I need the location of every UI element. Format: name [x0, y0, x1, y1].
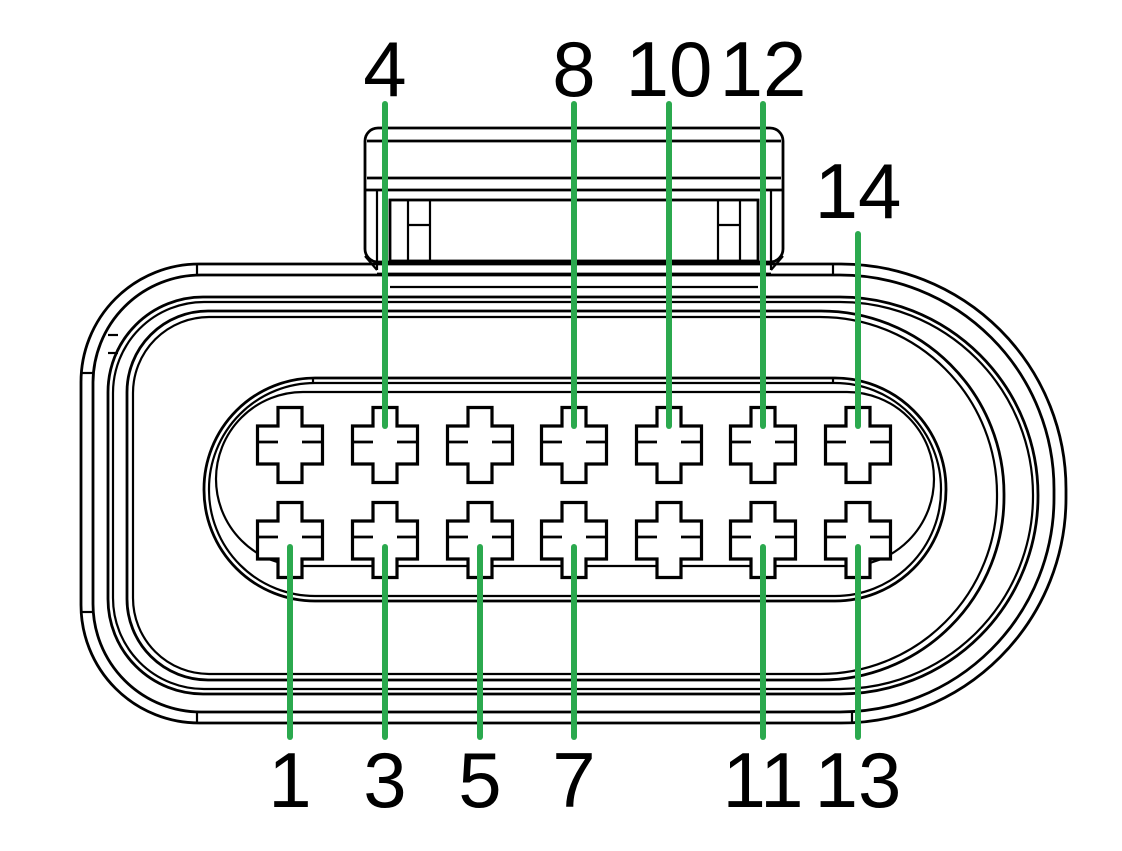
- pin-cross-7: [539, 500, 609, 580]
- pin-label-3: 3: [363, 736, 406, 824]
- pin-label-10: 10: [626, 25, 713, 113]
- pin-cross-11: [728, 500, 798, 580]
- pin-cross-3: [350, 500, 420, 580]
- latch-tab-chamfer-right: [770, 255, 784, 271]
- housing-outer-shell: [79, 262, 1068, 725]
- pin-crosses: [255, 405, 893, 580]
- pin-cross-5: [445, 500, 515, 580]
- housing-outline-2: [91, 273, 1056, 714]
- edge-ticks: [81, 264, 854, 723]
- pin-label-14: 14: [815, 147, 902, 235]
- housing-outline-1: [79, 262, 1068, 725]
- seal-wall-inner: [111, 300, 1035, 691]
- pin-cross-4: [350, 405, 420, 485]
- seal-wall-outer: [106, 295, 1040, 696]
- pin-label-8: 8: [552, 25, 595, 113]
- pin-cross-13: [823, 500, 893, 580]
- pin-cross-12: [728, 405, 798, 485]
- pin-label-7: 7: [552, 736, 595, 824]
- pin-cross-unlabeled-2: [445, 405, 515, 485]
- pin-label-4: 4: [363, 25, 406, 113]
- latch-tab-chamfer-left: [364, 255, 378, 271]
- pin-cross-14: [823, 405, 893, 485]
- housing-seal-walls: [106, 295, 1040, 696]
- leader-lines: [287, 101, 861, 740]
- pin-cross-unlabeled-1: [255, 405, 325, 485]
- pin-stadium-inner: [207, 381, 943, 598]
- pin-label-1: 1: [268, 736, 311, 824]
- cavity-wall-outer: [125, 309, 1006, 682]
- pin-cross-10: [634, 405, 704, 485]
- pin-label-11: 11: [723, 736, 804, 824]
- pin-stadium-outer: [202, 376, 948, 603]
- cavity-wall-inner: [131, 315, 999, 676]
- pin-cross-unlabeled-3: [634, 500, 704, 580]
- pin-label-13: 13: [815, 736, 902, 824]
- pin-label-12: 12: [720, 25, 807, 113]
- pin-label-5: 5: [458, 736, 501, 824]
- pin-cross-1: [255, 500, 325, 580]
- pin-cross-8: [539, 405, 609, 485]
